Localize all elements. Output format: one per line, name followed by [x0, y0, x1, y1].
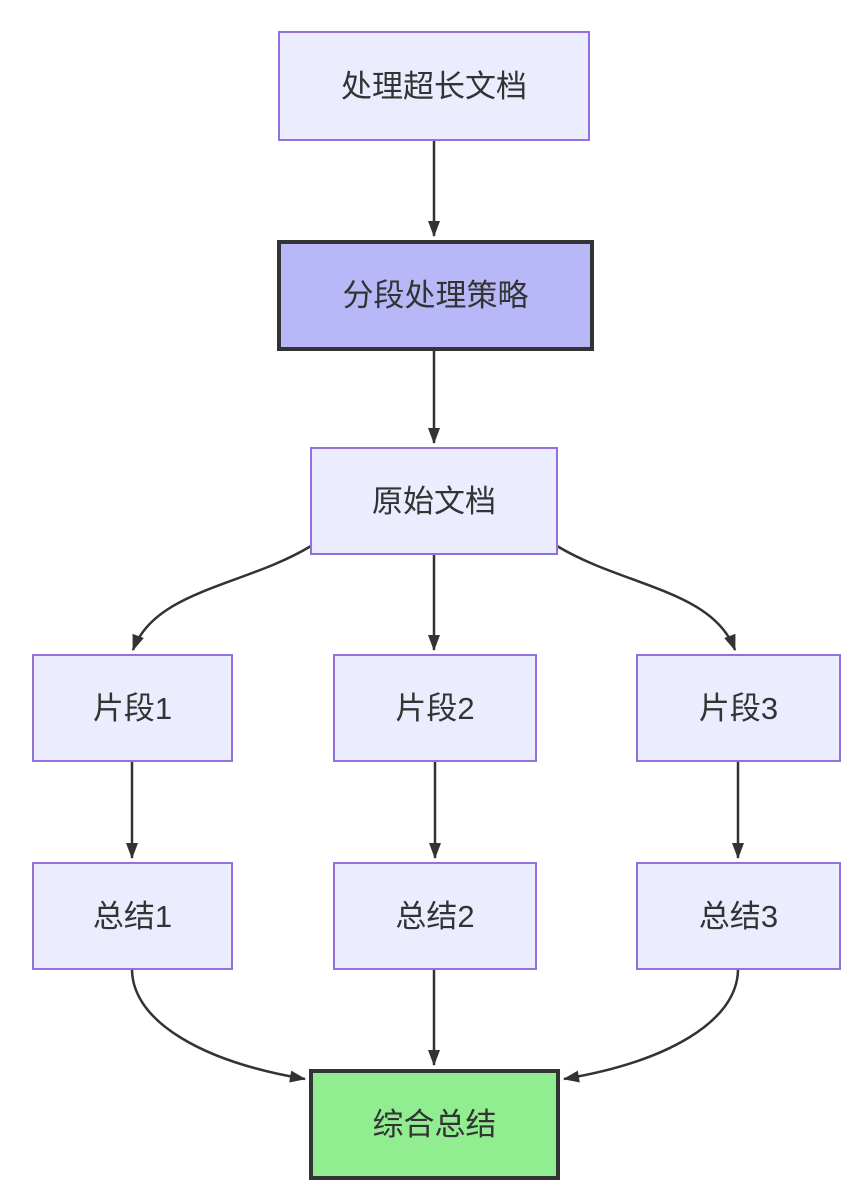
node-summary-1: 总结1 [32, 862, 233, 970]
node-label: 片段3 [698, 690, 779, 726]
edge-C-D3 [556, 544, 737, 651]
node-fragment-1: 片段1 [32, 654, 233, 762]
node-label: 分段处理策略 [342, 278, 529, 313]
node-final-summary: 综合总结 [309, 1069, 560, 1180]
node-label: 原始文档 [372, 483, 496, 519]
node-segmentation-strategy: 分段处理策略 [277, 240, 594, 351]
edge-E1-F [130, 969, 306, 1083]
node-summary-3: 总结3 [636, 862, 841, 970]
node-original-doc: 原始文档 [310, 447, 558, 555]
edge-E3-F [563, 969, 740, 1083]
node-label: 总结1 [92, 898, 173, 934]
node-label: 片段2 [395, 690, 475, 726]
node-fragment-2: 片段2 [333, 654, 537, 762]
node-label: 总结3 [698, 898, 779, 934]
node-label: 总结2 [395, 898, 475, 934]
edge-C-D1 [131, 544, 312, 651]
node-summary-2: 总结2 [333, 862, 537, 970]
node-label: 片段1 [92, 690, 173, 726]
node-label: 综合总结 [372, 1107, 497, 1142]
node-process-long-doc: 处理超长文档 [278, 31, 590, 141]
node-fragment-3: 片段3 [636, 654, 841, 762]
node-label: 处理超长文档 [341, 68, 527, 104]
